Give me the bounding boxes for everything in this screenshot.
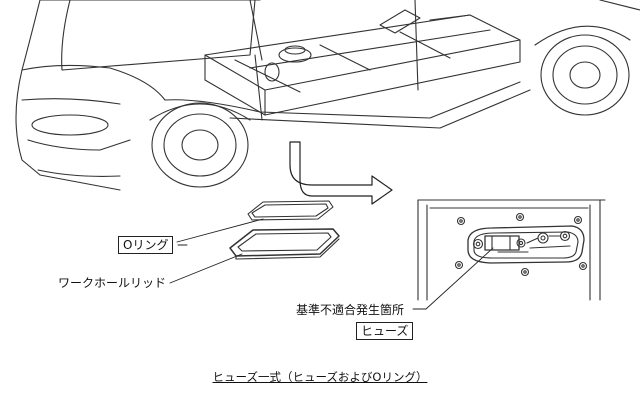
callout-arrow [289,141,393,205]
vehicle-illustration [15,0,640,191]
fuse-label: ヒューズ [356,322,414,340]
defect-location-label: 基準不適合発生箇所 [296,303,405,317]
figure-caption: ヒューズ一式（ヒューズおよびOリング） [212,370,428,384]
work-hole-lid-label: ワークホールリッド [58,276,167,290]
o-ring-part [247,200,334,221]
battery-pack [204,9,521,116]
work-hole-lid-part [229,228,340,260]
fuse-area-detail-view [417,199,606,301]
leader-lines [169,218,494,310]
o-ring-label: Oリング [118,236,174,254]
